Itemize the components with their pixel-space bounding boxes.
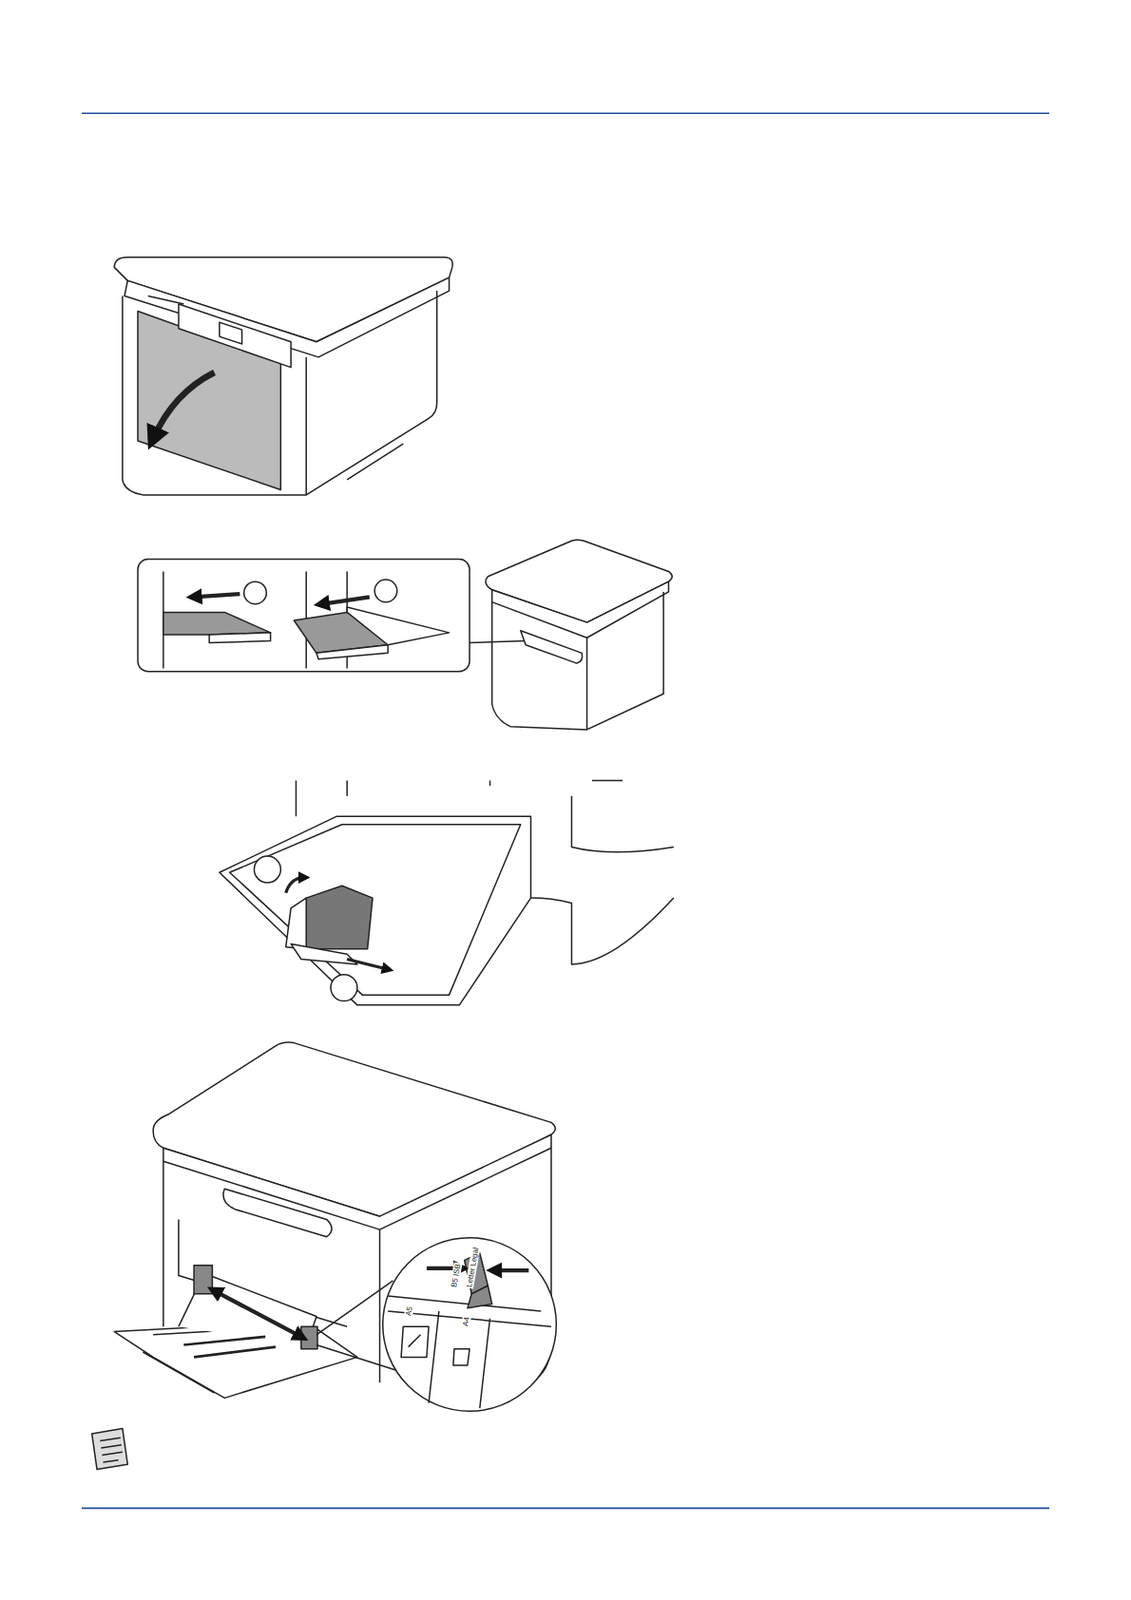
- tray-extension-inset: [137, 539, 672, 730]
- header-rule: [81, 112, 1050, 115]
- paper-guide-adjustment: [114, 1042, 556, 1412]
- footer-rule: [81, 1508, 1050, 1511]
- printer-open-cover: [114, 257, 453, 496]
- zoom-circle: [383, 1238, 557, 1413]
- note-icon: [92, 1429, 129, 1471]
- paper-stopper-closeup: [219, 781, 674, 1006]
